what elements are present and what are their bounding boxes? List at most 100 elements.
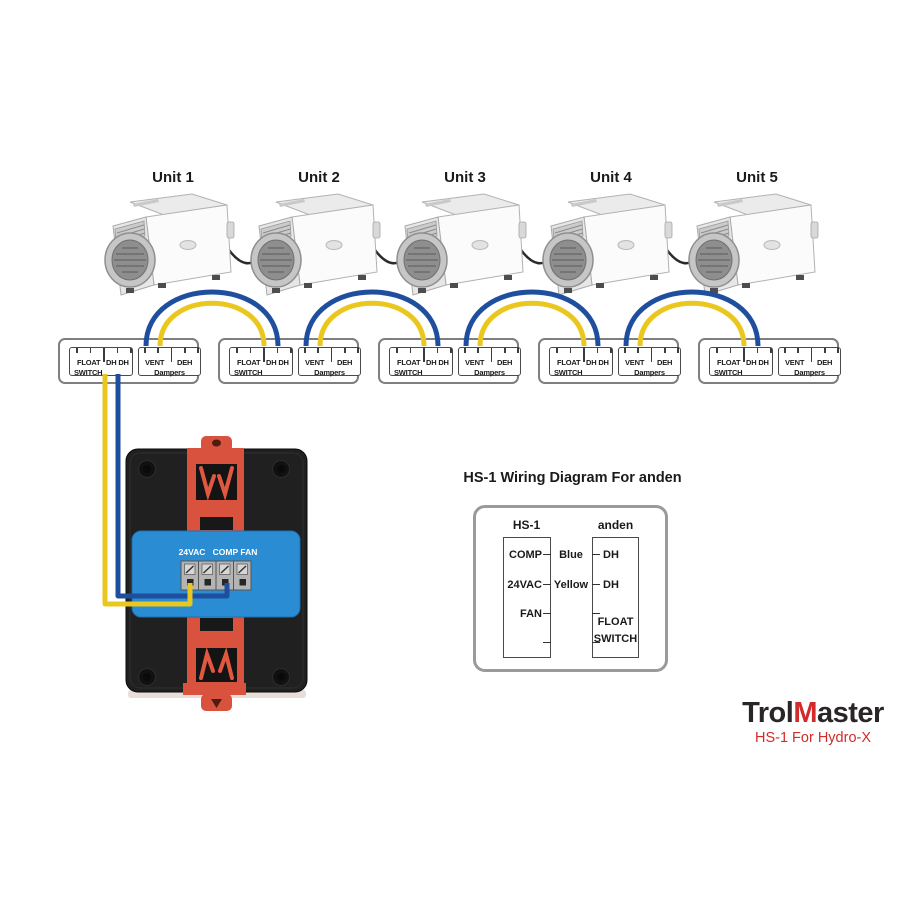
terminal-tick <box>130 348 132 353</box>
logo-subtitle: HS-1 For Hydro-X <box>754 730 872 746</box>
terminal-tick <box>637 348 639 353</box>
terminal-tick <box>504 348 506 353</box>
dehumidifier-unit <box>688 193 819 296</box>
terminal-tick <box>624 348 626 353</box>
terminal-tick <box>357 348 359 353</box>
unit-cable <box>520 249 555 265</box>
float-switch-dh-terminals: FLOAT DH DH SWITCH <box>229 347 293 377</box>
unit-label: Unit 4 <box>590 169 632 186</box>
vent-label: VENT <box>305 358 325 367</box>
float-switch-dh-terminals: FLOAT DH DH SWITCH <box>709 347 773 377</box>
dh-dh-label: DH DH <box>266 358 289 367</box>
vent-label: VENT <box>625 358 645 367</box>
logo-text-aster: aster <box>817 697 884 729</box>
dehumidifier-unit <box>542 193 673 296</box>
terminal-tick <box>569 348 571 353</box>
unit-label: Unit 5 <box>736 169 778 186</box>
vent-label: VENT <box>465 358 485 367</box>
terminal-tick <box>464 348 466 353</box>
terminal-tick <box>677 348 679 353</box>
terminal-tick <box>837 348 839 353</box>
terminal-separator <box>743 348 745 362</box>
dehumidifier-unit <box>250 193 381 296</box>
yellow-wire-label: Yellow <box>553 578 589 591</box>
screw-hole <box>272 460 290 478</box>
trolmaster-wordmark: TrolMaster <box>733 699 893 728</box>
switch-label: SWITCH <box>394 368 423 377</box>
dampers-label: Dampers <box>154 368 185 377</box>
dh1-tick <box>591 553 600 556</box>
terminal-box: FLOAT DH DH SWITCH VENT DEH Dampers <box>378 338 521 384</box>
trolmaster-logo: TrolMaster HS-1 For Hydro-X <box>733 699 893 747</box>
deh-label: DEH <box>817 358 833 367</box>
clip-spring <box>218 647 234 680</box>
dampers-label: Dampers <box>794 368 825 377</box>
terminal-screw <box>236 563 248 575</box>
terminal-separator <box>263 348 265 362</box>
terminal-tick <box>756 348 758 353</box>
terminal-tick <box>184 348 186 353</box>
dh-dh-label: DH DH <box>106 358 129 367</box>
switch-label: SWITCH <box>234 368 263 377</box>
terminal-box: FLOAT DH DH SWITCH VENT DEH Dampers <box>538 338 681 384</box>
logo-text-trol: Trol <box>742 697 794 729</box>
terminal-separator <box>583 348 585 362</box>
lower-clip-window <box>196 648 237 682</box>
dampers-label: Dampers <box>474 368 505 377</box>
dh-dh-label: DH DH <box>586 358 609 367</box>
damper-terminals: VENT DEH Dampers <box>138 347 201 377</box>
damper-terminals: VENT DEH Dampers <box>618 347 681 377</box>
damper-terminals: VENT DEH Dampers <box>778 347 841 377</box>
terminal-tick <box>144 348 146 353</box>
float-switch-dh-terminals: FLOAT DH DH SWITCH <box>549 347 613 377</box>
terminal-tick <box>784 348 786 353</box>
clip-spring <box>199 647 215 680</box>
terminal-tick <box>317 348 319 353</box>
unit-cable <box>666 249 701 265</box>
fan-label: FAN <box>520 607 542 620</box>
terminal-separator <box>170 348 172 362</box>
din-bracket-top-tab <box>201 436 232 452</box>
bracket-hole <box>212 439 221 447</box>
clip-spring <box>217 466 234 501</box>
float-label: FLOAT <box>77 358 101 367</box>
terminal-tick <box>556 348 558 353</box>
terminal-tick <box>664 348 666 353</box>
terminal-hole <box>204 579 211 586</box>
dh2-tick <box>591 583 600 586</box>
wiring-diagram-title: HS-1 Wiring Diagram For anden <box>463 470 682 486</box>
terminal-tick <box>116 348 118 353</box>
switch-label: SWITCH <box>593 632 638 645</box>
dampers-label: Dampers <box>314 368 345 377</box>
terminal-box: FLOAT DH DH SWITCH VENT DEH Dampers <box>698 338 841 384</box>
terminal-screw <box>201 563 213 575</box>
blue-wire <box>115 374 230 599</box>
terminal-tick <box>344 348 346 353</box>
device-body <box>125 448 308 693</box>
device-front-panel <box>131 530 301 618</box>
comp-label: COMP <box>509 548 542 561</box>
device-terminal-block <box>180 560 252 591</box>
hs1-column-header: HS-1 <box>512 518 541 532</box>
dh-label: DH <box>603 578 619 591</box>
upper-clip-window <box>196 464 237 500</box>
unit-label: Unit 1 <box>152 169 194 186</box>
fan-tick <box>542 612 551 615</box>
terminal-hole <box>222 579 229 586</box>
anden-column-header: anden <box>597 518 634 532</box>
hs1-terminal-rect <box>502 536 551 658</box>
hs1-to-unit1-wires <box>102 374 230 607</box>
terminal-separator <box>330 348 332 362</box>
terminal-box: FLOAT DH DH SWITCH VENT DEH Dampers <box>58 338 201 384</box>
screw-hole <box>272 668 290 686</box>
terminal-screw <box>219 563 231 575</box>
deh-label: DEH <box>337 358 353 367</box>
dehumidifier-unit <box>104 193 235 296</box>
terminal-tick <box>436 348 438 353</box>
terminal-tick <box>797 348 799 353</box>
terminal-tick <box>249 348 251 353</box>
float-switch-dh-terminals: FLOAT DH DH SWITCH <box>69 347 133 377</box>
damper-terminals: VENT DEH Dampers <box>458 347 521 377</box>
spare-tick <box>542 641 551 644</box>
device-shadow <box>128 690 306 698</box>
